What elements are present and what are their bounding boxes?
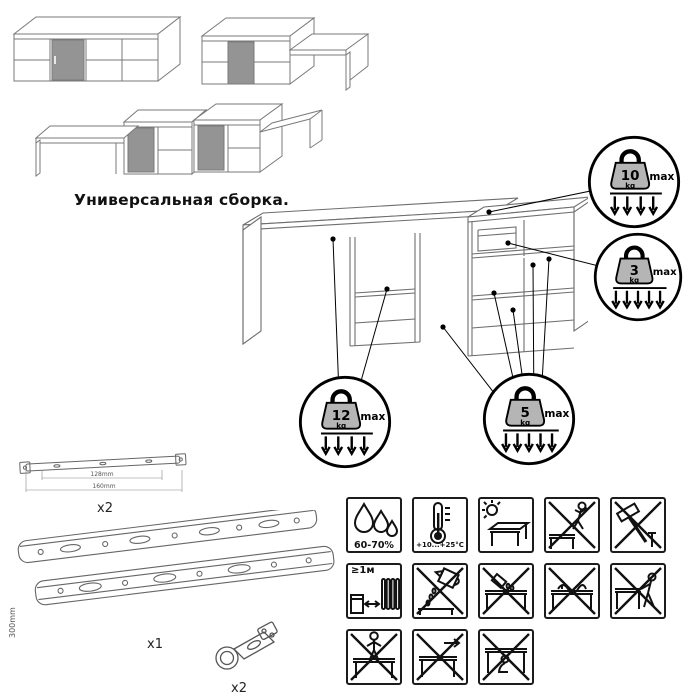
door-panel (51, 39, 85, 81)
drawer-slide-drawing: 300mm (8, 510, 335, 638)
svg-text:max: max (544, 408, 569, 420)
svg-text:12: 12 (332, 409, 351, 424)
configuration-drawing-4 (192, 103, 323, 173)
svg-text:max: max (360, 411, 385, 423)
door-panel (197, 125, 225, 171)
mounting-rail-drawing: 128mm 160mm (19, 453, 187, 492)
humidity-label: 60-70% (354, 539, 394, 551)
no-wet-cloth-icon (544, 563, 600, 619)
load-arrows (611, 290, 665, 310)
no-jumping-icon (544, 497, 600, 553)
no-hammering-icon (610, 497, 666, 553)
weight-icon (623, 245, 645, 259)
heat-source-distance-icon: ≥1м (346, 563, 402, 619)
weight-limit-badge-5kg: 5 kg max (481, 371, 577, 467)
configuration-drawing-2 (200, 17, 370, 91)
load-arrows (609, 196, 659, 217)
slide-length-label: 300mm (8, 607, 17, 638)
no-spilled-liquids-icon (478, 563, 534, 619)
main-desk-drawing (242, 196, 588, 357)
hinge-count: x2 (231, 681, 247, 696)
rail-dim-1: 128mm (90, 471, 113, 478)
weight-icon (619, 149, 641, 163)
humidity-icon: 60-70% (346, 497, 402, 553)
weight-limit-badge-3kg: 3 kg max (592, 231, 684, 323)
no-pouring-icon (412, 563, 468, 619)
hinge-drawing (215, 621, 278, 670)
mounting-rail-count: x2 (97, 501, 113, 516)
door-panel (127, 127, 155, 173)
svg-text:5: 5 (520, 406, 529, 421)
weight-limit-badge-12kg: 12 kg max (297, 374, 393, 470)
configuration-drawing-3 (34, 108, 208, 177)
svg-text:max: max (649, 171, 674, 183)
drawer-slide-count: x1 (147, 637, 163, 652)
svg-text:3: 3 (630, 264, 639, 279)
configuration-drawing-1 (12, 15, 182, 83)
load-arrows (501, 433, 557, 454)
load-arrows (320, 436, 370, 457)
care-icon-grid: 60-70% +10...+25°C (346, 497, 666, 685)
temperature-icon: +10...+25°C (412, 497, 468, 553)
temperature-label: +10...+25°C (416, 541, 464, 549)
svg-text:kg: kg (625, 181, 635, 190)
no-direct-sunlight-icon (478, 497, 534, 553)
door-panel (227, 41, 255, 85)
rail-dim-2: 160mm (92, 483, 115, 490)
svg-text:kg: kg (630, 277, 640, 285)
weight-icon (330, 389, 352, 403)
no-dragging-icon (610, 563, 666, 619)
svg-text:kg: kg (336, 421, 346, 430)
weight-icon (514, 386, 536, 400)
svg-text:kg: kg (520, 418, 530, 427)
page-title: Универсальная сборка. (74, 191, 290, 209)
svg-text:max: max (653, 267, 677, 278)
svg-text:10: 10 (621, 169, 640, 184)
weight-limit-badge-10kg: 10 kg max (586, 134, 682, 230)
no-crawling-under-icon (478, 629, 534, 685)
heat-distance-label: ≥1м (351, 565, 375, 576)
no-standing-icon (346, 629, 402, 685)
no-pushing-icon (412, 629, 468, 685)
